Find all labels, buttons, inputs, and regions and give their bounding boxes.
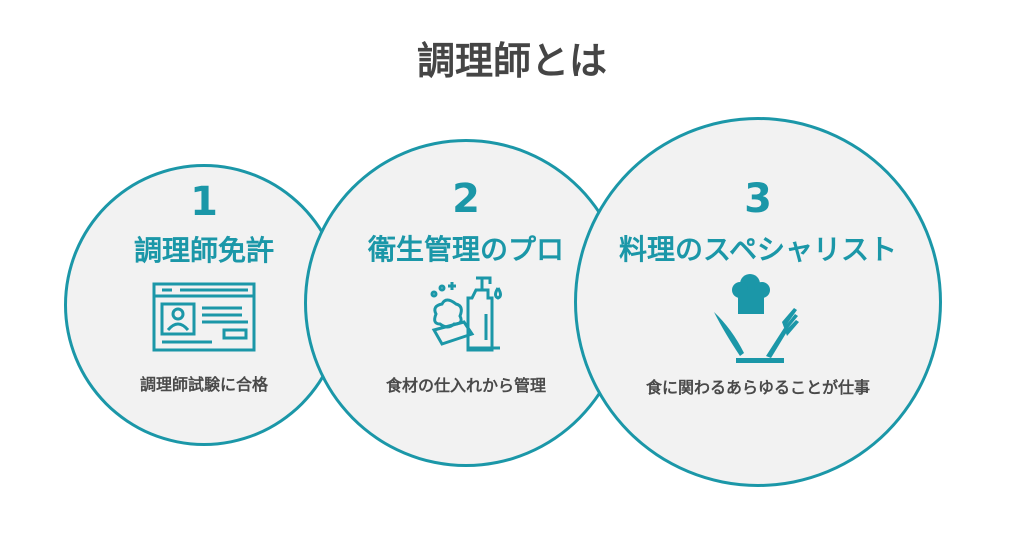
page-title: 調理師とは <box>416 39 607 83</box>
item-number: 2 <box>452 176 480 222</box>
chef-hat-cutlery-icon <box>714 274 799 363</box>
item-number: 3 <box>744 176 772 222</box>
item-circle-3: 3 料理のスペシャリスト 食に関わるあらゆることが仕事 <box>574 117 942 487</box>
id-card-icon <box>152 282 256 352</box>
soap-bottle-icon <box>430 276 502 352</box>
item-description: 食に関わるあらゆることが仕事 <box>645 378 870 397</box>
item-heading: 調理師免許 <box>133 234 274 267</box>
item-number: 1 <box>190 179 218 225</box>
item-description: 食材の仕入れから管理 <box>385 376 546 395</box>
item-heading: 衛生管理のプロ <box>367 233 564 266</box>
item-circle-1: 1 調理師免許 調理師試験に合格 <box>64 164 344 446</box>
item-description: 調理師試験に合格 <box>139 375 268 394</box>
item-heading: 料理のスペシャリスト <box>618 233 898 266</box>
